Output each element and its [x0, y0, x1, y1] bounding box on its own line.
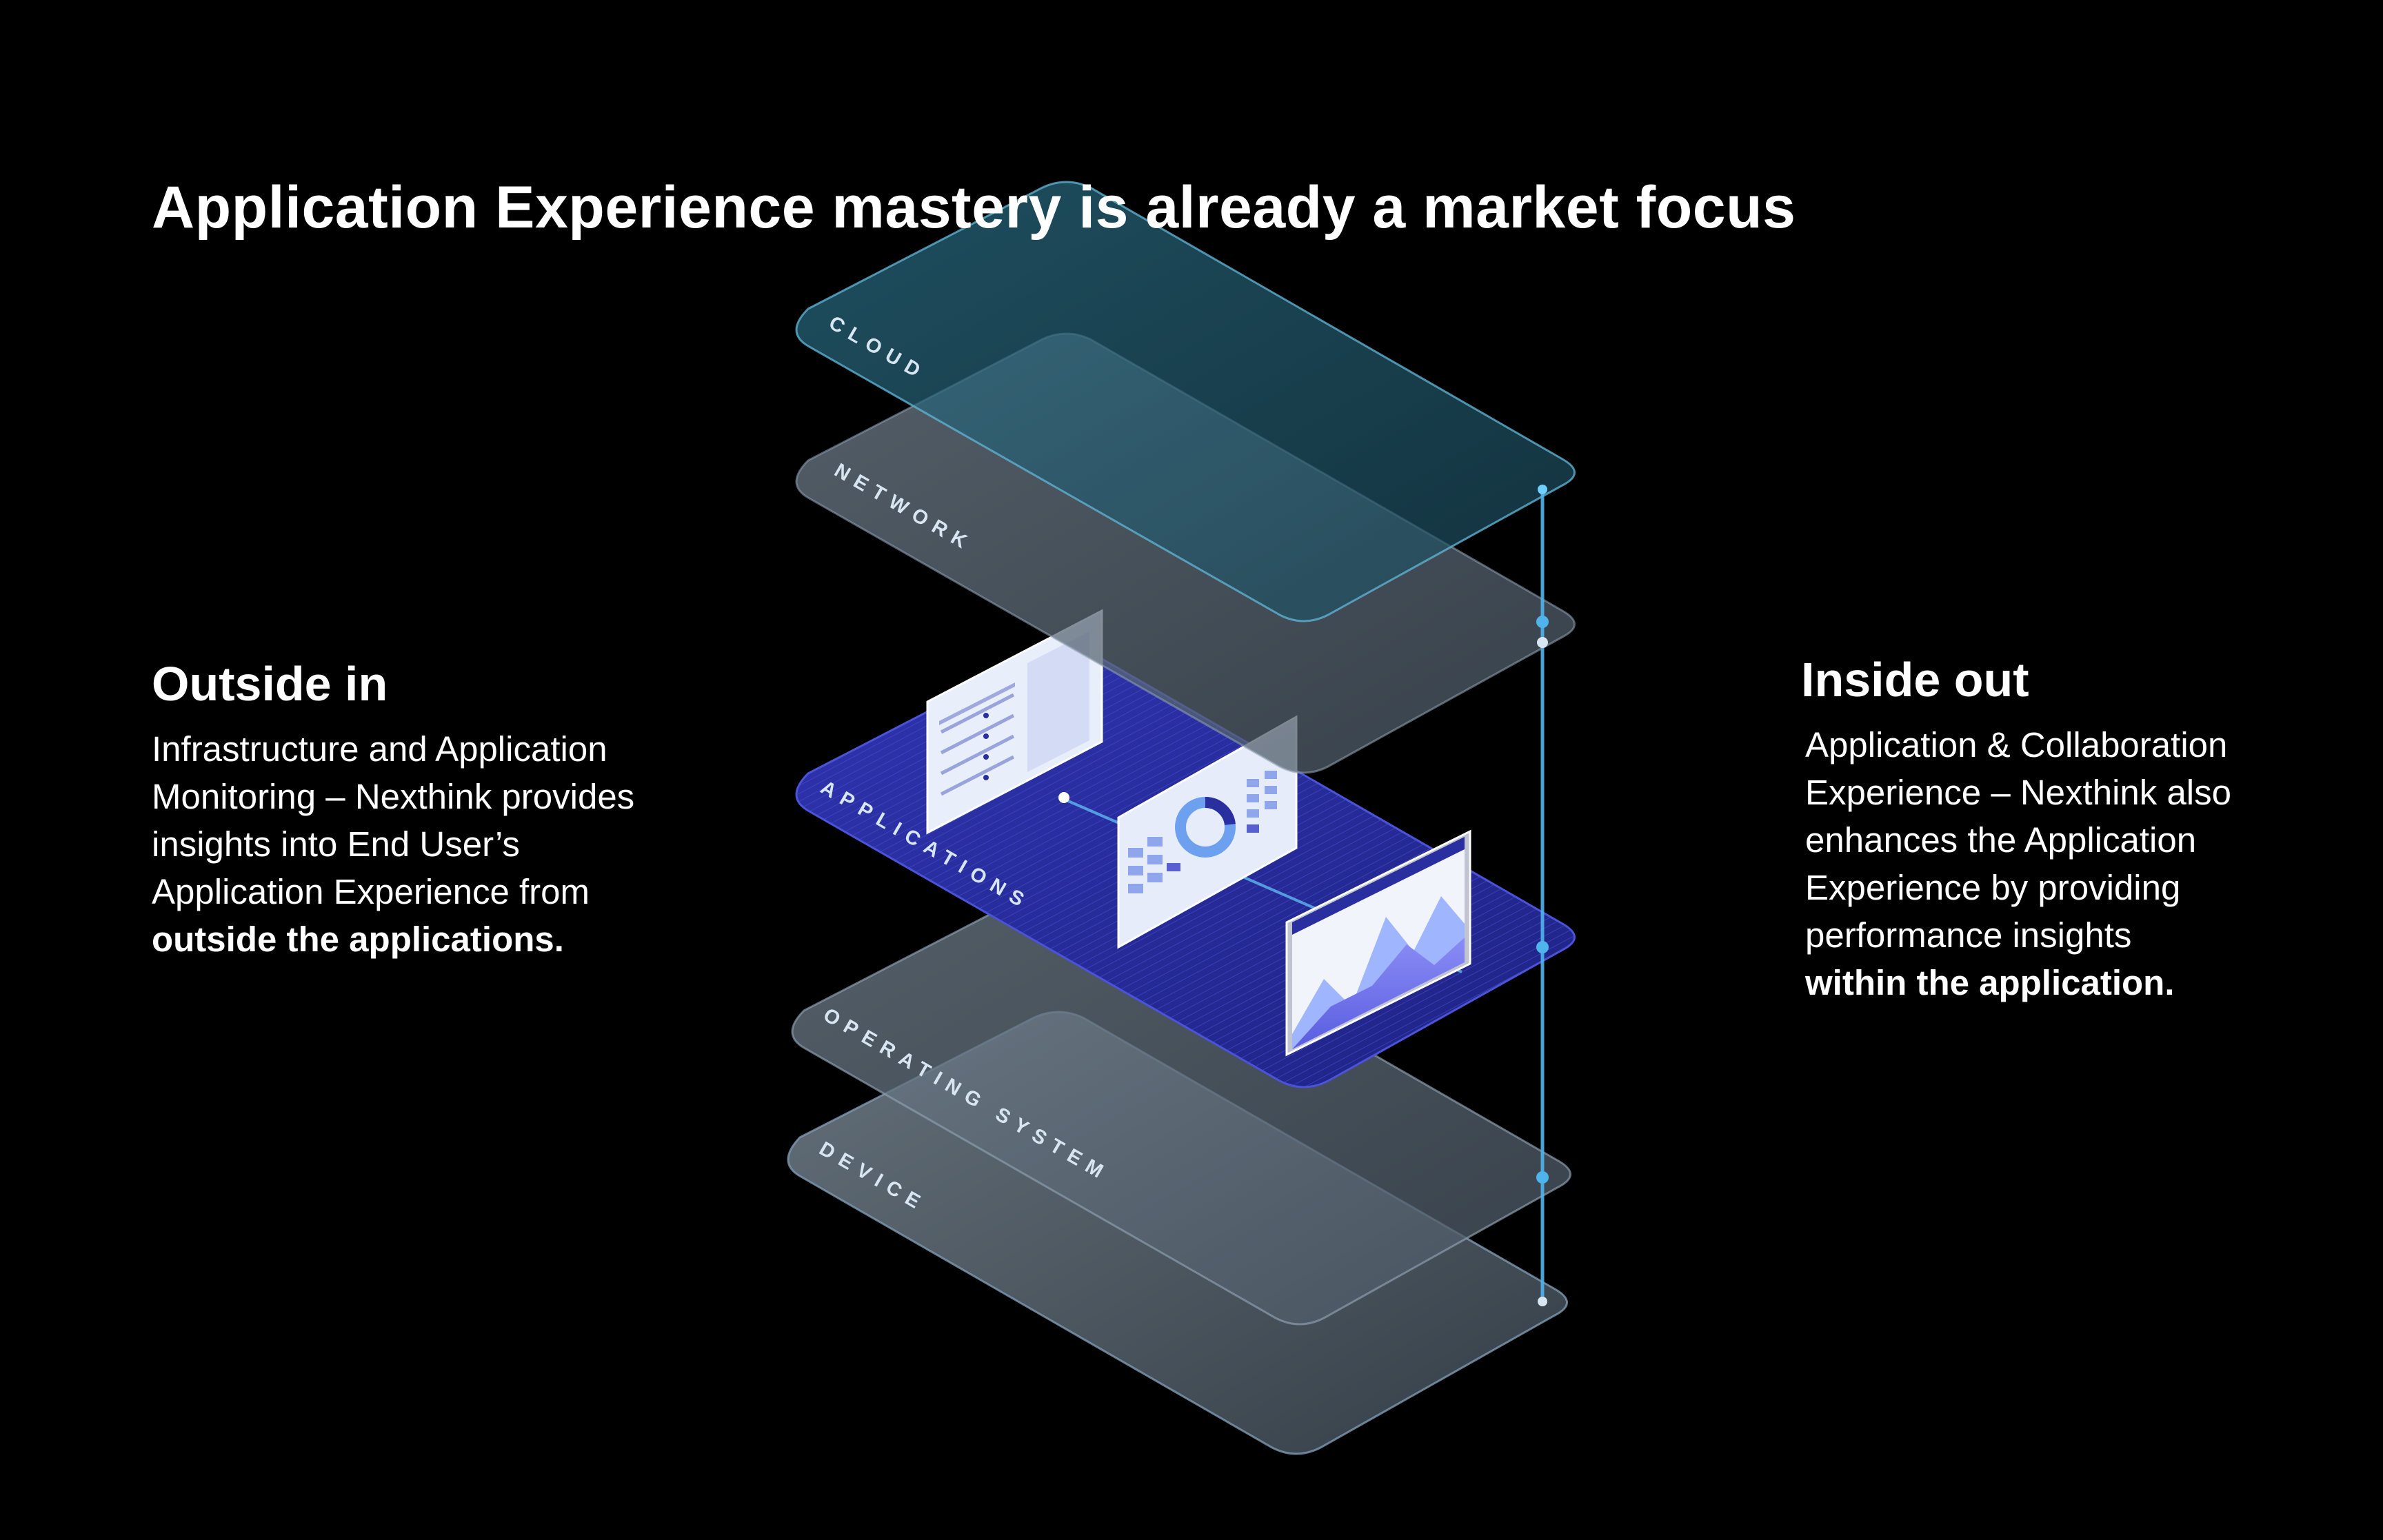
chart-mountain-front [1292, 938, 1465, 1049]
inside-out-bold-line: within the application. [1805, 963, 2175, 1002]
outside-in-heading: Outside in [152, 657, 388, 711]
app-window-table [926, 609, 1103, 835]
page-title: Application Experience mastery is alread… [152, 174, 1796, 241]
cloud-plate [795, 181, 1576, 622]
inside-out-line-5: performance insights [1805, 915, 2132, 955]
connector-node-os [1536, 1171, 1549, 1184]
outside-in-line-2: Monitoring – Nexthink provides [152, 777, 635, 816]
connector-node-network [1536, 616, 1549, 628]
outside-in-description: Infrastructure and Application Monitorin… [152, 725, 634, 963]
inside-out-description: Application & Collaboration Experience –… [1805, 721, 2231, 1006]
vertical-connector [1536, 485, 1549, 1306]
connector-node-cloud [1538, 485, 1547, 494]
inside-out-line-1: Application & Collaboration [1805, 725, 2228, 764]
connector-node-device [1538, 1297, 1547, 1306]
outside-in-line-3: insights into End User’s [152, 824, 520, 864]
inside-out-line-3: enhances the Application [1805, 820, 2197, 860]
outside-in-line-1: Infrastructure and Application [152, 729, 607, 769]
app-window-dashboard [1117, 715, 1298, 949]
outside-in-line-4: Application Experience from [152, 872, 590, 911]
app-window-chart [1285, 829, 1471, 1057]
connector-node-applications [1536, 941, 1549, 953]
app-connector-dot [1058, 792, 1069, 803]
connector-node-network-2 [1537, 637, 1548, 648]
inside-out-line-4: Experience by providing [1805, 868, 2181, 907]
cloud-layer: CLOUD [795, 181, 1576, 622]
inside-out-heading: Inside out [1801, 653, 2029, 707]
outside-in-bold-line: outside the applications. [152, 920, 564, 959]
inside-out-line-2: Experience – Nexthink also [1805, 773, 2232, 812]
